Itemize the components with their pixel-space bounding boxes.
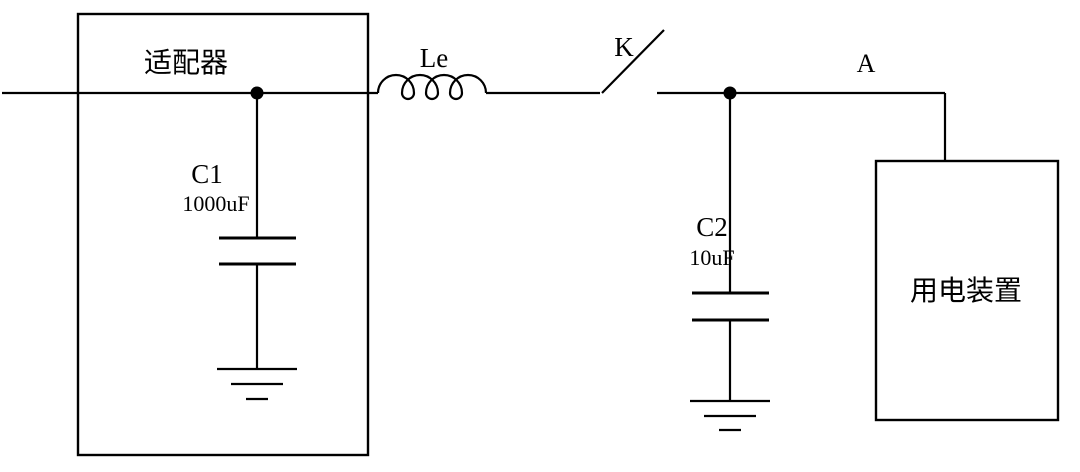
c2-value-label: 10uF <box>689 245 734 270</box>
load-box <box>874 159 1060 422</box>
switch-label: K <box>614 32 634 62</box>
c1-value-label: 1000uF <box>182 191 249 216</box>
adapter-box <box>76 12 370 457</box>
load-label: 用电装置 <box>910 275 1022 307</box>
node-a-label: A <box>857 49 876 78</box>
c1-name-label: C1 <box>191 159 223 189</box>
switch-blade <box>601 29 665 94</box>
junction-dot-c2 <box>723 86 737 100</box>
inductor-coil <box>376 73 488 101</box>
inductor-label: Le <box>420 43 448 73</box>
capacitor-c2-branch <box>690 93 770 432</box>
capacitor-c1-branch <box>217 93 297 401</box>
junction-dot-c1 <box>250 86 264 100</box>
adapter-label: 适配器 <box>144 47 228 79</box>
main-rail <box>2 91 947 161</box>
c2-name-label: C2 <box>696 212 728 242</box>
